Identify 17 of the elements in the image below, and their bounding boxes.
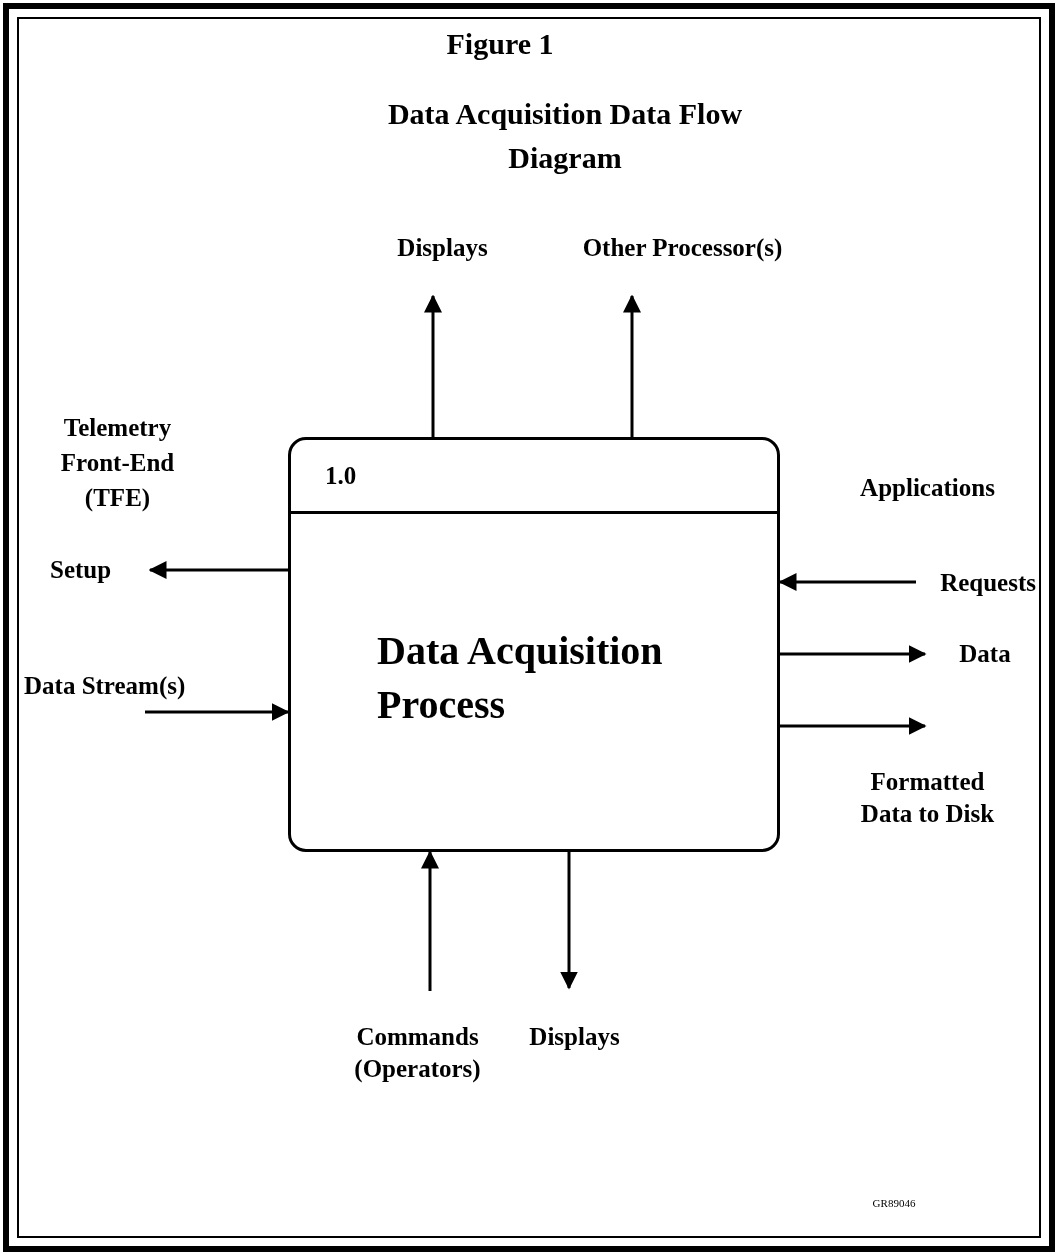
external-entity-label: Telemetry Front-End (TFE) — [59, 413, 176, 513]
flow-label: Data — [959, 639, 1011, 669]
figure-number: Figure 1 — [445, 26, 555, 62]
external-entity-label: Applications — [859, 473, 996, 503]
flow-label: Requests — [940, 568, 1036, 598]
process-box — [288, 437, 780, 852]
flow-label: Displays — [529, 1022, 620, 1052]
process-number: 1.0 — [325, 461, 357, 490]
reference-code: GR89046 — [871, 1196, 917, 1210]
flow-label: Setup — [50, 555, 112, 585]
flow-label: Displays — [397, 233, 488, 263]
flow-label: Other Processor(s) — [582, 233, 783, 264]
flow-label: Commands (Operators) — [353, 1022, 482, 1085]
diagram-title: Data Acquisition Data Flow Diagram — [386, 96, 744, 176]
flow-label: Data Stream(s) — [24, 671, 186, 702]
flow-label: Formatted Data to Disk — [859, 767, 996, 829]
process-name: Data Acquisition Process — [377, 627, 664, 729]
